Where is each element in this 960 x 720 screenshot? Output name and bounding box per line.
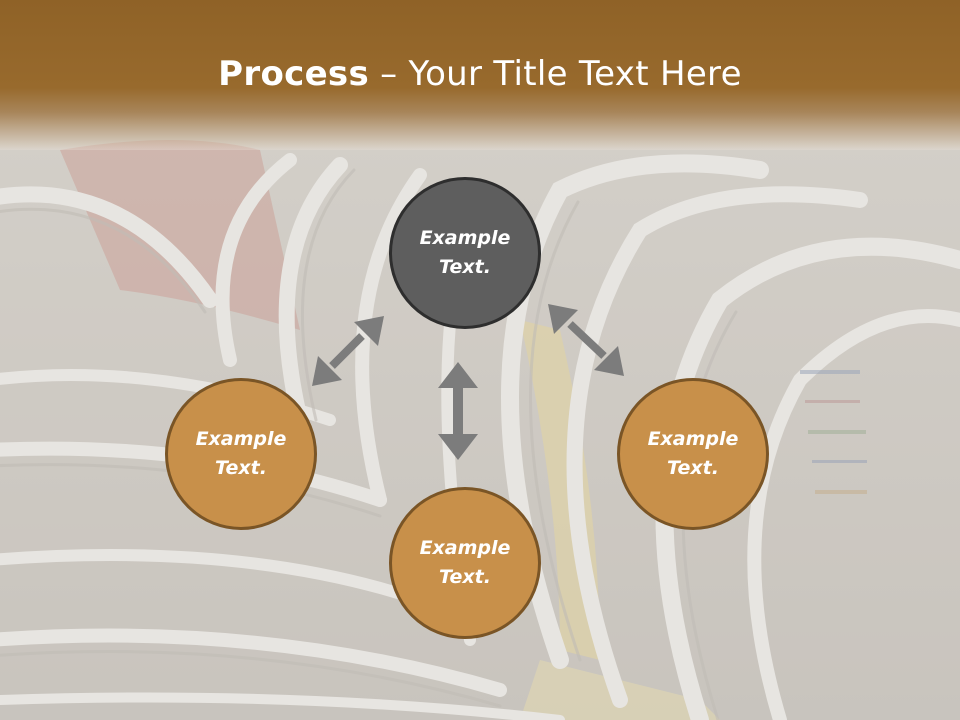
circle-top-line1: Example bbox=[419, 227, 511, 249]
circle-bottom-line2: Text. bbox=[439, 566, 491, 588]
circle-left-line1: Example bbox=[195, 428, 287, 450]
circle-top: Example Text. bbox=[389, 177, 541, 329]
circle-top-line2: Text. bbox=[439, 256, 491, 278]
circle-left-line2: Text. bbox=[215, 457, 267, 479]
circle-right-line2: Text. bbox=[667, 457, 719, 479]
title-bar bbox=[0, 0, 960, 150]
circle-bottom-line1: Example bbox=[419, 537, 511, 559]
slide-title: Process – Your Title Text Here bbox=[0, 52, 960, 96]
title-bold: Process bbox=[218, 54, 370, 94]
arrow-top-right bbox=[548, 304, 624, 376]
arrow-top-left bbox=[312, 316, 384, 386]
circle-bottom: Example Text. bbox=[389, 487, 541, 639]
circle-right-line1: Example bbox=[647, 428, 739, 450]
circle-right: Example Text. bbox=[617, 378, 769, 530]
arrow-vertical bbox=[438, 362, 478, 460]
title-rest: – Your Title Text Here bbox=[369, 54, 742, 94]
circle-left: Example Text. bbox=[165, 378, 317, 530]
